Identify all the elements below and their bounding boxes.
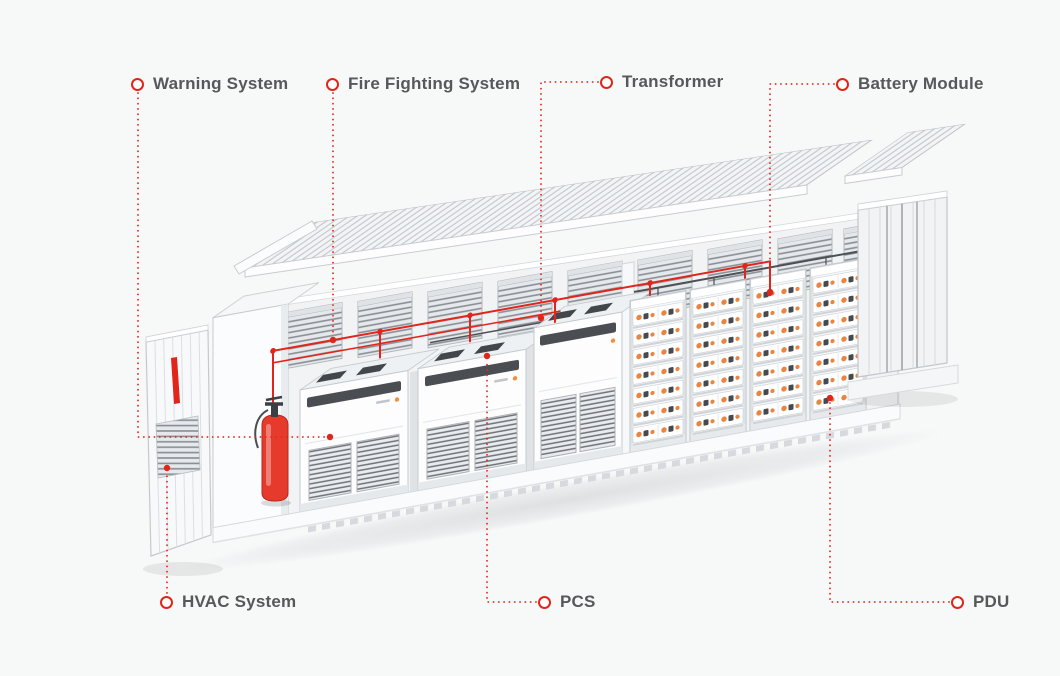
label-text: PCS — [560, 592, 596, 611]
fire-suppression-piping — [272, 260, 771, 403]
label-ring-icon — [600, 75, 613, 89]
label-fire-fighting-system: Fire Fighting System — [326, 74, 520, 94]
label-text: Fire Fighting System — [348, 74, 521, 93]
label-ring-icon — [951, 595, 964, 609]
door-lock-rods — [886, 201, 918, 373]
container-assembly — [185, 206, 945, 572]
ground-shadow — [185, 429, 945, 572]
right-door-panel — [847, 190, 959, 407]
label-battery-module: Battery Module — [836, 74, 984, 94]
leader-lines — [137, 81, 950, 603]
label-hvac-system: HVAC System — [160, 592, 296, 612]
label-pdu: PDU — [951, 592, 1010, 612]
door-handle — [171, 357, 180, 404]
leader-pcs — [486, 360, 537, 603]
label-pcs: PCS — [538, 592, 596, 612]
battery-rack-3 — [750, 269, 806, 431]
label-text: PDU — [973, 592, 1010, 611]
label-warning-system: Warning System — [131, 74, 288, 94]
label-ring-icon — [160, 595, 173, 609]
label-ring-icon — [836, 77, 849, 91]
label-transformer: Transformer — [600, 72, 723, 92]
roof-panel — [233, 139, 873, 278]
label-ring-icon — [326, 77, 339, 91]
hvac-door-panel — [143, 324, 223, 576]
label-ring-icon — [538, 595, 551, 609]
label-text: Battery Module — [858, 74, 984, 93]
leader-endpoints — [163, 288, 834, 472]
floor-rail — [212, 403, 901, 544]
label-text: Transformer — [622, 72, 724, 91]
leader-warning-system — [137, 92, 327, 438]
battery-rack-2 — [690, 280, 746, 442]
label-text: HVAC System — [182, 592, 297, 611]
label-ring-icon — [131, 77, 144, 91]
label-text: Warning System — [153, 74, 289, 93]
battery-rack-1 — [630, 291, 686, 453]
leader-battery-module — [769, 83, 835, 288]
roof-panel-right-section — [843, 123, 966, 185]
